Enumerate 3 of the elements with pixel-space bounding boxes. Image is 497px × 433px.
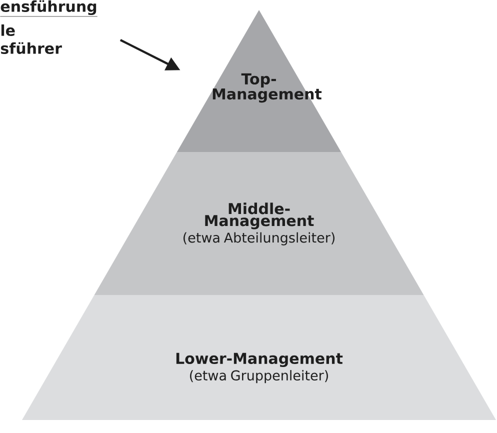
pyramid-level: Middle- Management (etwa Abteilungsleiter): [94, 152, 424, 295]
note-text: ensführung le sführer: [0, 0, 98, 54]
pyramid-level: Lower-Management (etwa Gruppenleiter): [22, 295, 496, 420]
